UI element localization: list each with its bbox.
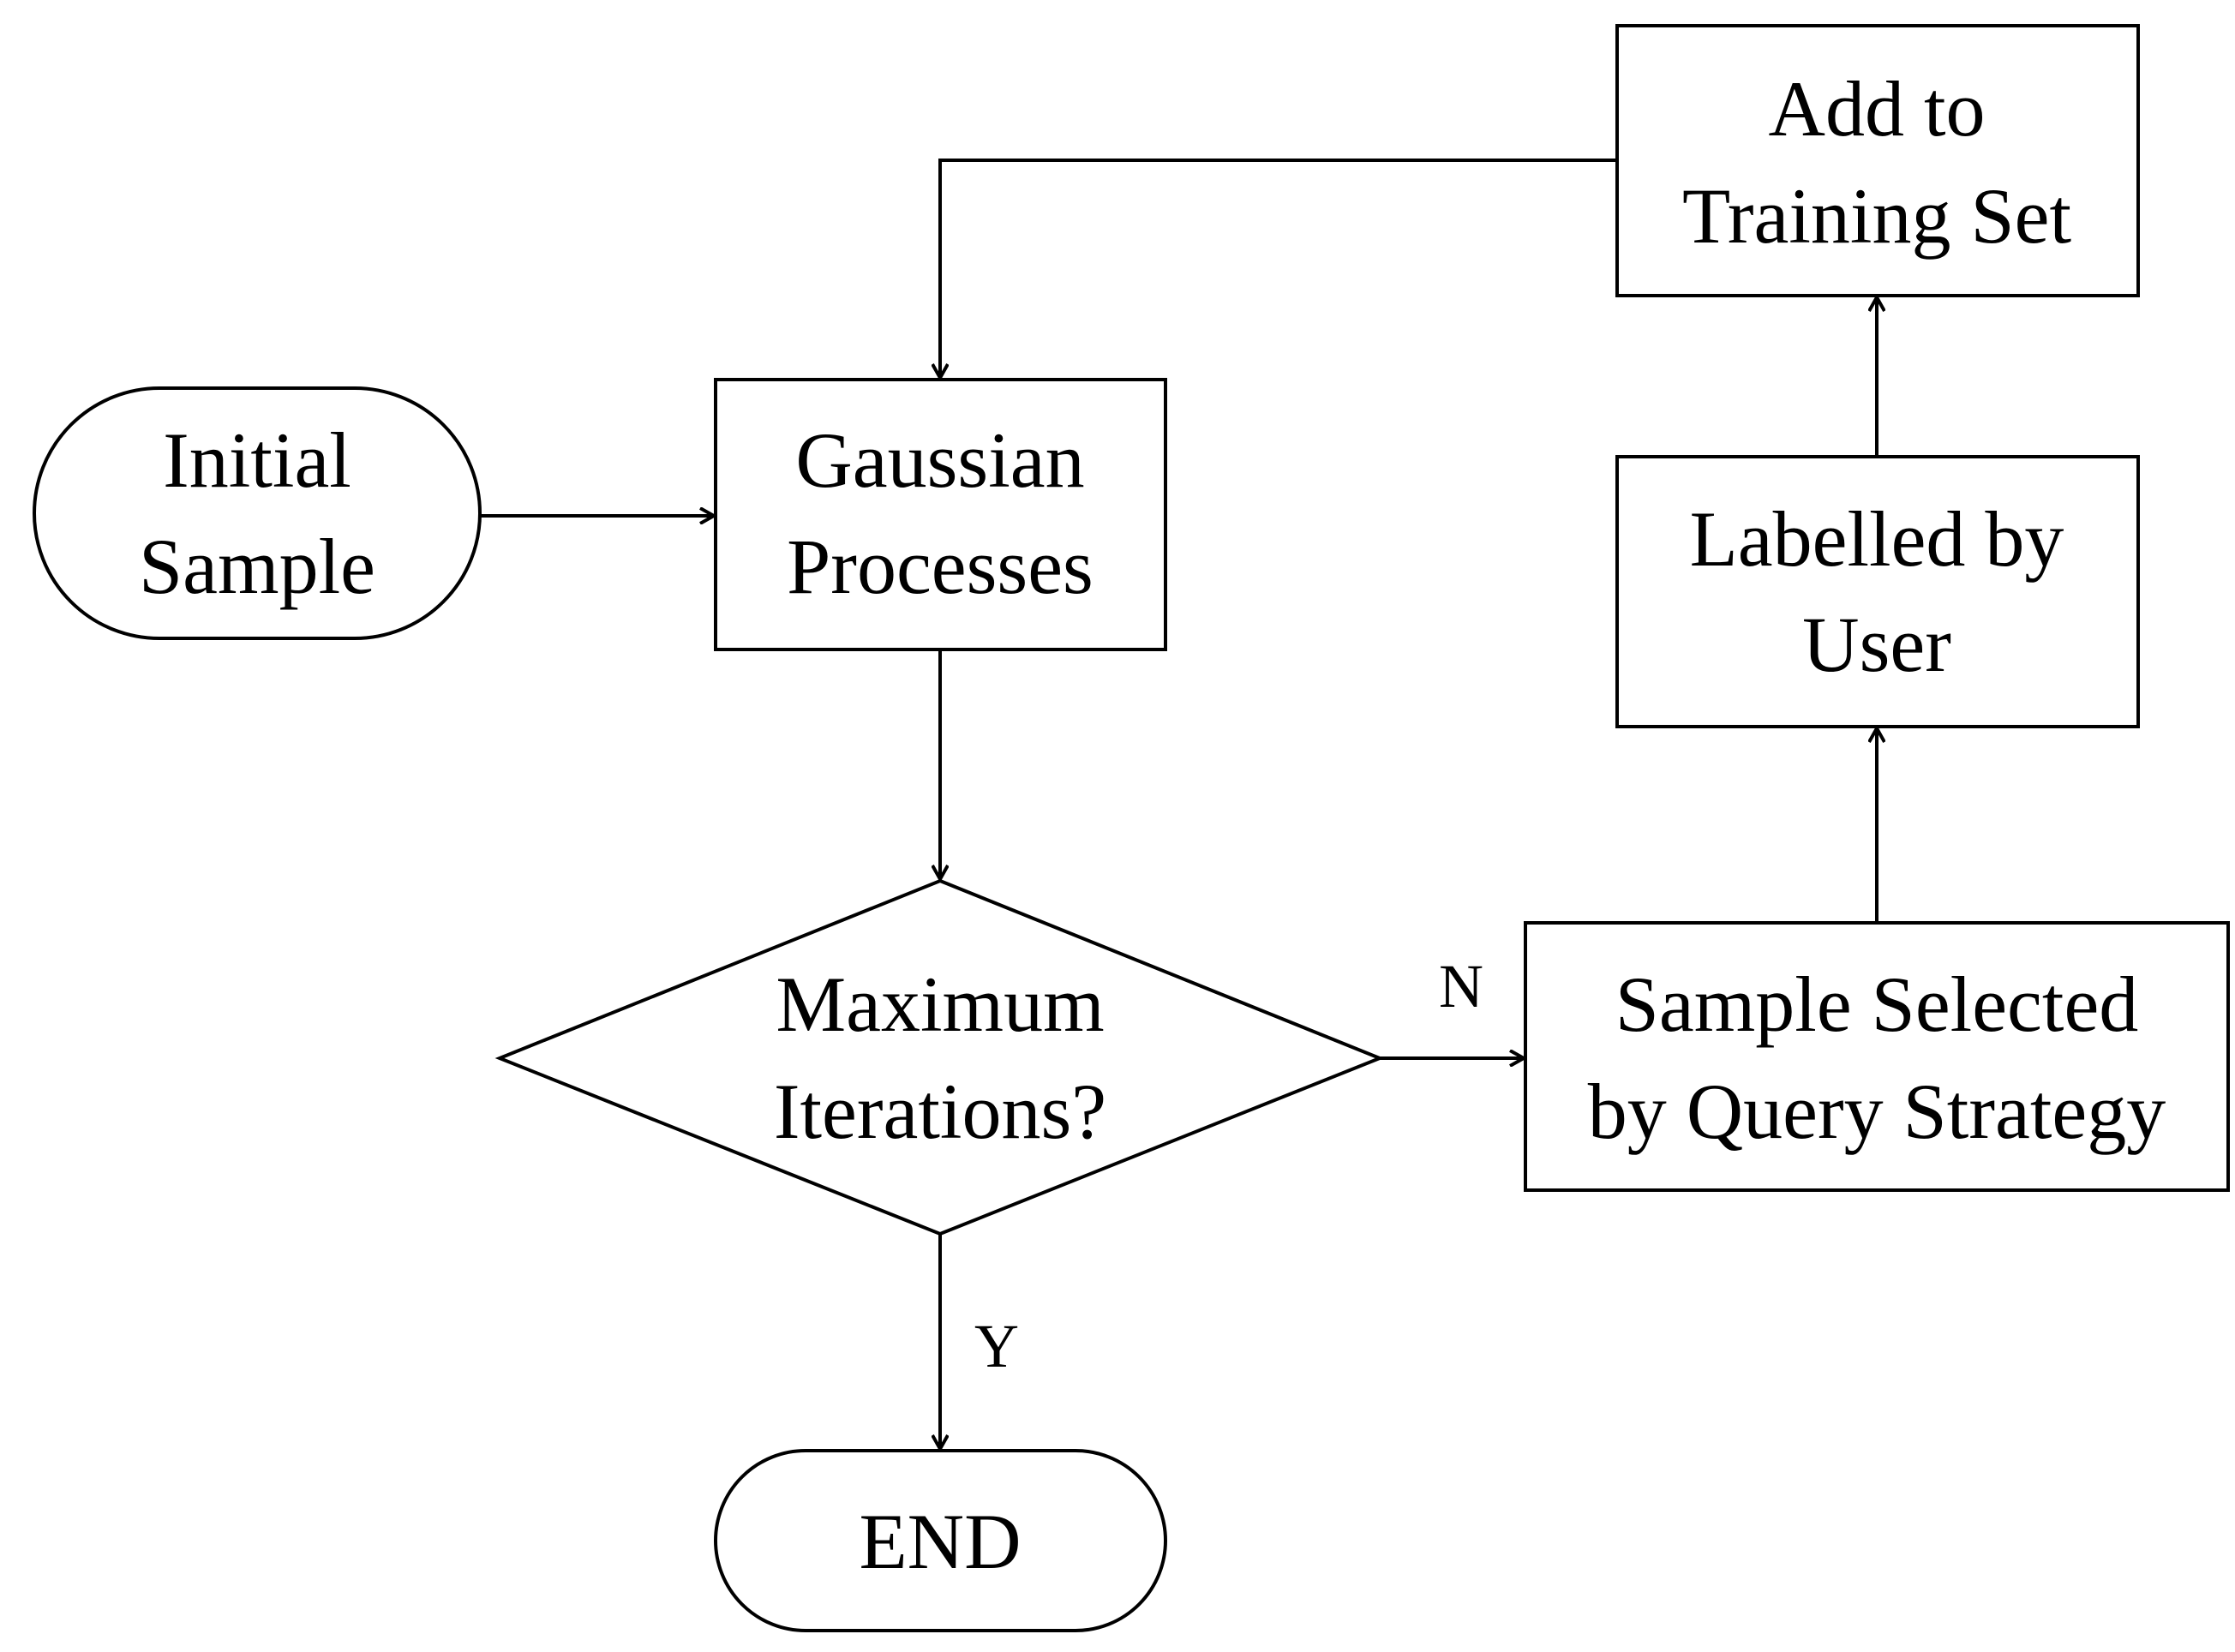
max-iterations-label-line1: Maximum: [776, 961, 1104, 1048]
labelled-by-user-label-line1: Labelled by: [1690, 495, 2064, 583]
yes-branch-label: Y: [974, 1312, 1019, 1380]
sample-selected-label-line2: by Query Strategy: [1588, 1068, 2166, 1155]
max-iterations-decision: [494, 878, 1385, 1236]
add-to-training-set-label-line2: Training Set: [1682, 172, 2072, 260]
end-terminal: [714, 1449, 1167, 1632]
max-iterations-label-line2: Iterations?: [774, 1068, 1106, 1155]
gaussian-processes-label-line1: Gaussian: [795, 416, 1084, 504]
initial-sample-label-line1: Initial: [163, 416, 351, 504]
end-label: END: [859, 1498, 1021, 1585]
initial-sample-terminal: [33, 386, 482, 640]
sample-selected-label-line1: Sample Selected: [1615, 961, 2139, 1048]
gaussian-processes-label-line2: Processes: [787, 523, 1094, 610]
add-to-training-set-label-line1: Add to: [1769, 65, 1986, 153]
arrow-training-set-to-gaussian: [940, 159, 1617, 378]
initial-sample-label-line2: Sample: [139, 523, 375, 610]
no-branch-label: N: [1439, 952, 1483, 1021]
labelled-by-user-label-line2: User: [1802, 601, 1951, 688]
